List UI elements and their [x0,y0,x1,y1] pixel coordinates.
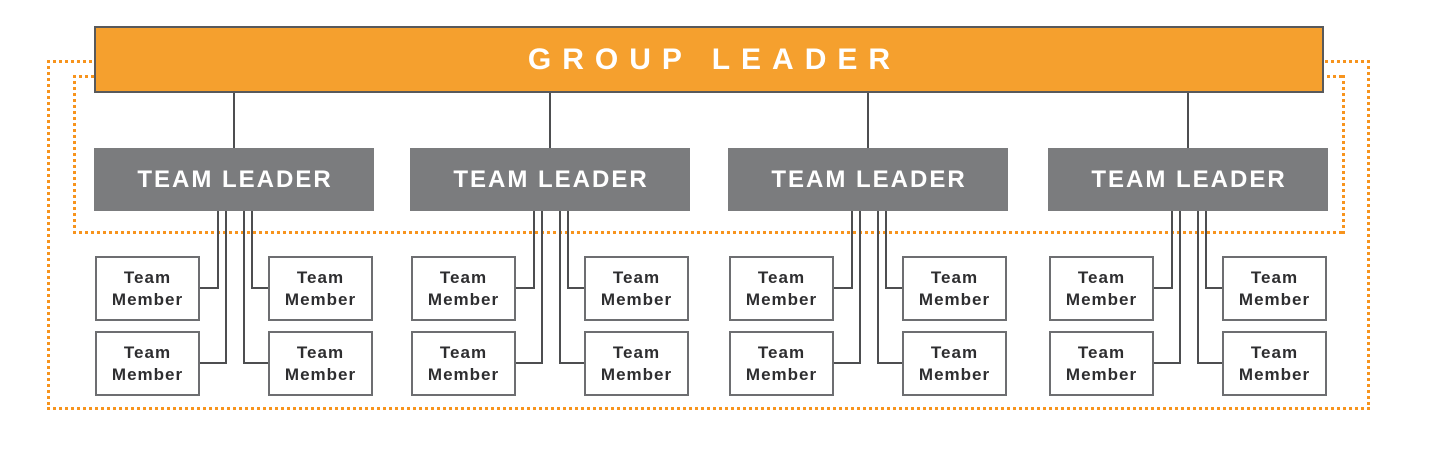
team-member-box: Team Member [902,331,1007,396]
connector-team1-member-top-right [251,211,268,289]
connector-team4-member-top-left [1154,211,1173,289]
team-member-box: Team Member [95,331,200,396]
team-member-box: Team Member [584,331,689,396]
team-member-label: Team Member [918,342,991,384]
inner-dotted-border-left [73,75,76,234]
team-member-label: Team Member [284,267,357,309]
team-member-box: Team Member [902,256,1007,321]
connector-team1-member-bottom-right [243,211,268,364]
team-member-label: Team Member [427,267,500,309]
team-member-box: Team Member [1222,256,1327,321]
team-leader-label: TEAM LEADER [453,165,649,193]
connector-team1-member-top-left [200,211,219,289]
team-member-box: Team Member [268,256,373,321]
connector-group-to-team-2 [549,92,551,149]
connector-team2-member-top-right [567,211,584,289]
team-member-label: Team Member [745,267,818,309]
connector-team3-member-bottom-left [834,211,861,364]
team-group-4: TEAM LEADER Team Member Team Member Team… [1048,148,1328,397]
team-member-box: Team Member [411,331,516,396]
connector-team2-member-top-left [516,211,535,289]
team-member-box: Team Member [411,256,516,321]
connector-team3-member-top-left [834,211,853,289]
team-leader-label: TEAM LEADER [1091,165,1287,193]
team-leader-box-4: TEAM LEADER [1048,148,1328,211]
connector-team4-member-bottom-right [1197,211,1222,364]
connector-team2-member-bottom-right [559,211,584,364]
connector-group-to-team-1 [233,92,235,149]
team-group-1: TEAM LEADER Team Member Team Member Team… [94,148,374,397]
team-member-label: Team Member [745,342,818,384]
team-member-box: Team Member [729,331,834,396]
connector-team3-member-top-right [885,211,902,289]
team-member-box: Team Member [1049,256,1154,321]
team-member-label: Team Member [284,342,357,384]
connector-group-to-team-3 [867,92,869,149]
team-leader-box-2: TEAM LEADER [410,148,690,211]
team-member-label: Team Member [600,342,673,384]
team-member-box: Team Member [1049,331,1154,396]
outer-dotted-border-bottom [47,407,1370,410]
connector-team4-member-top-right [1205,211,1222,289]
connector-team1-member-bottom-left [200,211,227,364]
team-leader-box-1: TEAM LEADER [94,148,374,211]
team-member-box: Team Member [729,256,834,321]
team-member-label: Team Member [427,342,500,384]
team-member-label: Team Member [1065,342,1138,384]
team-member-label: Team Member [1238,342,1311,384]
outer-dotted-border-right [1367,60,1370,410]
connector-group-to-team-4 [1187,92,1189,149]
team-group-3: TEAM LEADER Team Member Team Member Team… [728,148,1008,397]
connector-team3-member-bottom-right [877,211,902,364]
team-member-label: Team Member [1238,267,1311,309]
inner-dotted-border-bottom [73,231,1345,234]
outer-dotted-border-left [47,60,50,410]
connector-team4-member-bottom-left [1154,211,1181,364]
team-member-box: Team Member [1222,331,1327,396]
team-member-box: Team Member [268,331,373,396]
team-leader-label: TEAM LEADER [771,165,967,193]
team-member-label: Team Member [111,342,184,384]
team-leader-box-3: TEAM LEADER [728,148,1008,211]
team-member-box: Team Member [95,256,200,321]
team-member-label: Team Member [918,267,991,309]
team-member-label: Team Member [111,267,184,309]
connector-team2-member-bottom-left [516,211,543,364]
team-group-2: TEAM LEADER Team Member Team Member Team… [410,148,690,397]
group-leader-label: GROUP LEADER [527,42,902,76]
team-leader-label: TEAM LEADER [137,165,333,193]
team-member-box: Team Member [584,256,689,321]
group-leader-box: GROUP LEADER [94,26,1324,93]
team-member-label: Team Member [600,267,673,309]
team-member-label: Team Member [1065,267,1138,309]
inner-dotted-border-right [1342,75,1345,234]
